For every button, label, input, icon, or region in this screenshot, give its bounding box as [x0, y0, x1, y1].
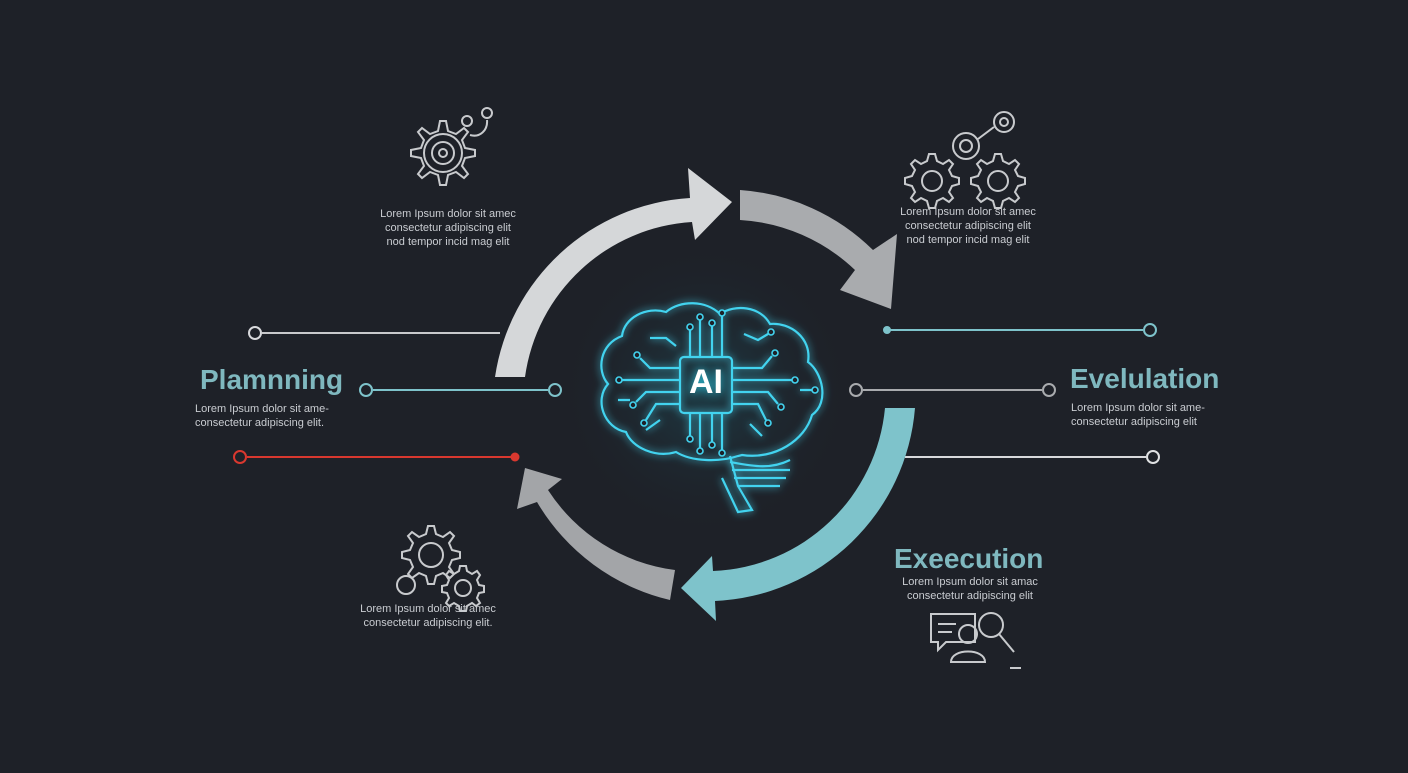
arrow-bottom-right [681, 408, 915, 621]
connector-left-bottom [233, 450, 520, 464]
connector-right-bottom [905, 450, 1160, 464]
chat-user-search-icon [930, 612, 1021, 669]
evaluation-title: Evelulation [1070, 363, 1220, 394]
cycle-arrows [495, 168, 915, 621]
planning-title: Plamnning [200, 364, 344, 395]
arrow-bottom-left [517, 468, 675, 600]
connector-left-middle [359, 383, 562, 397]
execution-title: Exeecution [894, 543, 1044, 574]
cog-cluster-icon [396, 525, 485, 612]
ai-label: AI [689, 363, 723, 401]
arrow-top-left [495, 168, 732, 377]
evaluation-description: Lorem Ipsum dolor sit ame- consectetur a… [1071, 402, 1205, 428]
arrow-top-right [740, 190, 897, 309]
note-top-left-text: Lorem Ipsum dolor sit amec consectetur a… [380, 208, 516, 248]
connector-left-top [248, 326, 500, 340]
execution-description: Lorem Ipsum dolor sit amac consectetur a… [902, 576, 1038, 602]
connector-right-middle [849, 383, 1056, 397]
note-top-right-text: Lorem Ipsum dolor sit amec consectetur a… [900, 206, 1036, 246]
gears-icon [904, 111, 1026, 209]
note-bottom-left-text: Lorem Ipsum dolor sit amec consectetur a… [360, 603, 496, 629]
brain-circuit-icon [556, 240, 856, 540]
planning-description: Lorem Ipsum dolor sit ame- consectetur a… [195, 403, 329, 429]
connector-right-top [883, 323, 1157, 337]
target-gear-icon [410, 107, 493, 186]
